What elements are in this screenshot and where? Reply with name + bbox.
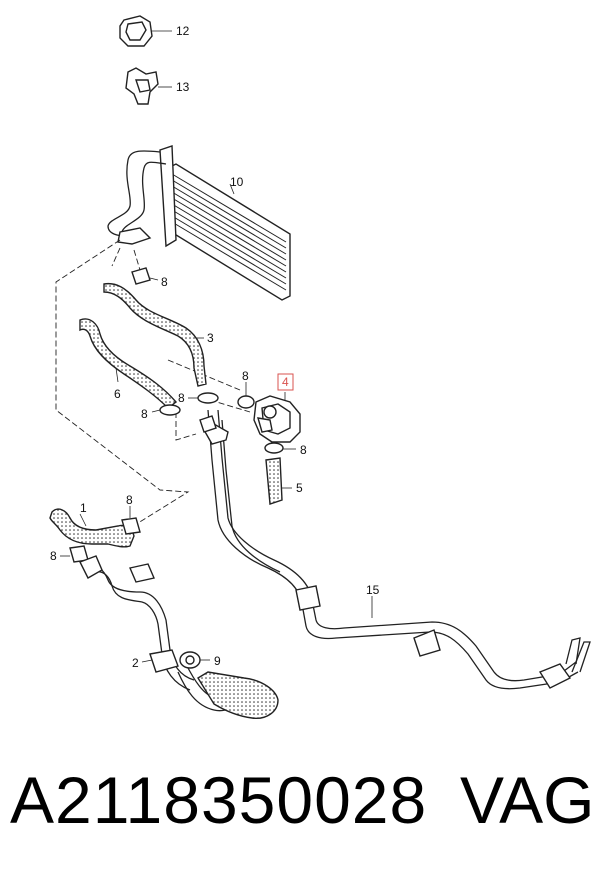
callout-8-lower-left: 8 — [50, 549, 57, 563]
parts-diagram: 12 13 10 — [49, 15, 591, 719]
clamp-8-mid-part — [188, 392, 219, 404]
pipe-15-part — [203, 409, 591, 690]
clamp-8-right-part — [264, 442, 296, 454]
callout-8-mid: 8 — [178, 391, 185, 405]
hose-1-part — [49, 508, 135, 548]
clamp-8-lower-right-part — [121, 506, 141, 535]
callout-8-top: 8 — [161, 275, 168, 289]
callout-15: 15 — [366, 583, 380, 597]
valve-4-part — [253, 392, 301, 443]
callout-9: 9 — [214, 654, 221, 668]
callout-6: 6 — [114, 387, 121, 401]
callout-8-upper: 8 — [242, 369, 249, 383]
callout-8-right: 8 — [300, 443, 307, 457]
callout-3: 3 — [207, 331, 214, 345]
clip-12-part — [119, 15, 172, 47]
clamp-8-pipe-part — [199, 415, 217, 433]
callout-5: 5 — [296, 481, 303, 495]
part-number-text: A2118350028 — [10, 763, 428, 837]
callout-13: 13 — [176, 80, 190, 94]
callout-1: 1 — [80, 501, 87, 515]
highlight-box-4 — [277, 373, 294, 391]
hose-3-part — [103, 282, 207, 387]
clamp-8-upper-part — [237, 382, 255, 409]
callout-10: 10 — [230, 175, 244, 189]
callout-2: 2 — [132, 656, 139, 670]
callout-8-left: 8 — [141, 407, 148, 421]
hose-6-part — [79, 318, 178, 409]
clip-9-part — [179, 651, 210, 669]
callout-8-lower-right: 8 — [126, 493, 133, 507]
pipe-2-part — [79, 555, 279, 719]
clip-13-part — [125, 67, 172, 105]
callout-4: 4 — [282, 375, 289, 389]
clamp-8-lower-left-part — [60, 545, 89, 563]
cooler-10-part — [107, 145, 291, 301]
brand-text: VAG — [460, 763, 595, 837]
callout-12: 12 — [176, 24, 190, 38]
clamp-8-top-part — [131, 267, 159, 285]
hose-5-part — [265, 457, 292, 505]
clamp-8-left-part — [151, 404, 181, 416]
